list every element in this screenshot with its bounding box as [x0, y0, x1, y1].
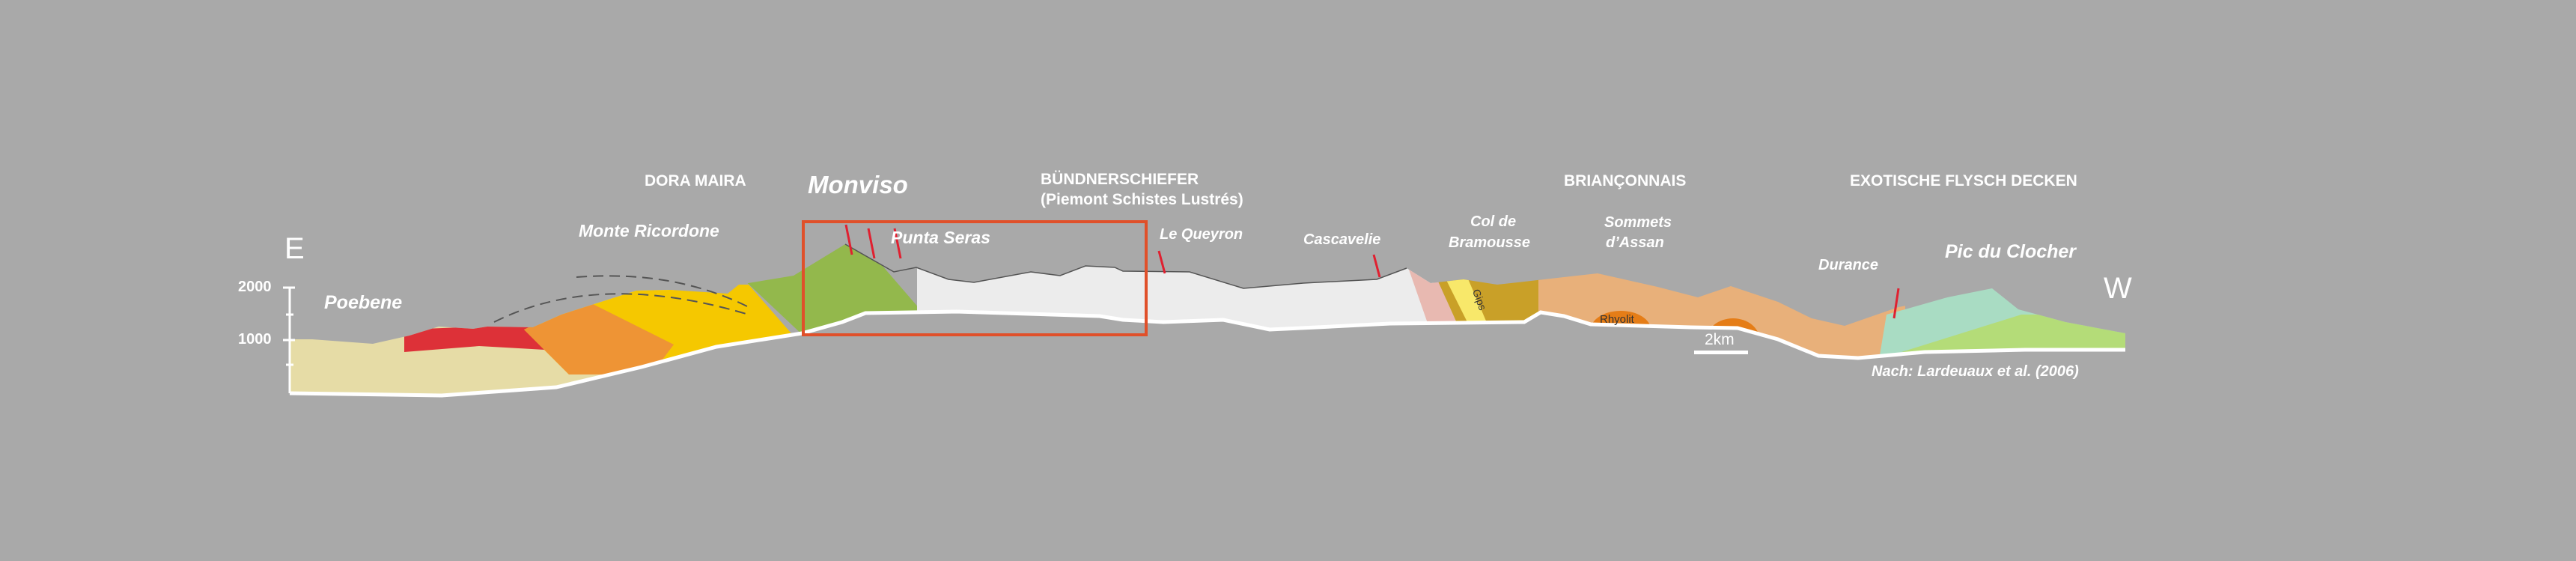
- place-poebene: Poebene: [324, 292, 403, 313]
- dora-maira-orange-unit: [524, 300, 674, 374]
- place-le-queyron: Le Queyron: [1160, 226, 1243, 243]
- place-monte-ricordone: Monte Ricordone: [579, 221, 719, 240]
- place-pic-du-clocher: Pic du Clocher: [1945, 241, 2077, 262]
- region-buendnerschiefer: BÜNDNERSCHIEFER: [1041, 171, 1199, 188]
- elevation-label-1000: 1000: [238, 331, 272, 348]
- gips-unit: [1445, 277, 1490, 330]
- place-cascavelie: Cascavelie: [1303, 231, 1381, 248]
- elevation-label-2000: 2000: [238, 279, 272, 295]
- place-punta-seras: Punta Seras: [891, 228, 990, 247]
- scale-bar-label: 2km: [1705, 331, 1735, 348]
- place-sommets: Sommets: [1604, 214, 1672, 231]
- detail-frame: [802, 220, 1148, 336]
- region-brianconnais: BRIANÇONNAIS: [1564, 172, 1687, 189]
- base-boundary-line: [289, 309, 2125, 398]
- monviso-ophiolite-unit: [741, 244, 925, 337]
- place-col-de: Col de: [1470, 213, 1517, 230]
- region-exotische-flysch: EXOTISCHE FLYSCH DECKEN: [1850, 172, 2077, 189]
- flysch-green-unit: [1901, 315, 2125, 352]
- unit-label-rhyolit: Rhyolit: [1600, 313, 1634, 326]
- schistes-lustres-unit: [917, 255, 1467, 330]
- fault-arrows: [844, 224, 1900, 319]
- source-credit: Nach: Lardeuaux et al. (2006): [1872, 363, 2079, 380]
- eroded-structure-dashes: [493, 275, 749, 323]
- elevation-ticks: [283, 286, 295, 366]
- scale-bar: [1694, 351, 1748, 354]
- region-buendnerschiefer-sub: (Piemont Schistes Lustrés): [1041, 191, 1243, 208]
- direction-east: E: [284, 232, 305, 265]
- direction-west: W: [2104, 272, 2132, 305]
- place-monviso: Monviso: [808, 171, 908, 198]
- topography-line: [844, 243, 1407, 289]
- place-durance: Durance: [1818, 257, 1879, 273]
- place-bramousse: Bramousse: [1449, 234, 1530, 251]
- place-dassan: d’Assan: [1606, 234, 1664, 251]
- region-dora-maira: DORA MAIRA: [645, 172, 746, 189]
